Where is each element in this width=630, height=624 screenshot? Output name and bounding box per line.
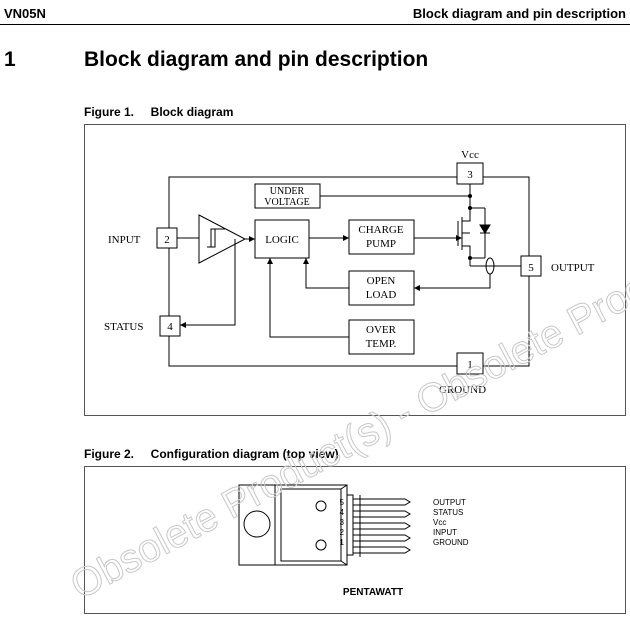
package-tab [238,484,276,566]
mounting-hole [243,510,271,538]
charge-pump-line1: CHARGE [358,224,404,236]
under-voltage-line1: UNDER [270,186,305,197]
charge-pump-line2: PUMP [366,238,396,250]
pin-name-vcc: Vcc [433,518,446,527]
pin-number-5: 5 [340,498,345,507]
header-section-title: Block diagram and pin description [412,6,626,21]
pin-name-status: STATUS [433,508,463,517]
under-voltage-line2: VOLTAGE [264,197,310,208]
block-diagram-figure: Vcc 3 UNDER VOLTAGE INPUT 2 LOGIC CHARGE… [84,124,626,416]
pin-output-number: 5 [528,262,534,274]
under-voltage-block [254,183,321,209]
pin-name-input: INPUT [433,528,457,537]
pin-number-1: 1 [340,538,345,547]
pin-input-number: 2 [164,234,170,246]
pin-name-ground: GROUND [433,538,469,547]
comparator-symbol [198,214,247,264]
figure2-caption: Figure 2. Configuration diagram (top vie… [84,447,339,461]
pin-number-3: 3 [340,518,345,527]
pin-ground-number: 1 [467,359,473,371]
over-temp-line2: TEMP. [366,338,397,350]
open-load-line1: OPEN [367,275,396,287]
vcc-label: Vcc [461,149,479,161]
figure1-caption: Figure 1. Block diagram [84,105,234,119]
package-name: PENTAWATT [343,587,403,598]
open-load-line2: LOAD [366,289,397,301]
pin-number-4: 4 [340,508,345,517]
configuration-diagram-figure: 5 4 3 2 1 OUTPUT STATUS Vcc INPUT GROUND… [84,466,626,614]
over-temp-line1: OVER [366,324,397,336]
doc-part-number: VN05N [4,6,46,21]
logic-label: LOGIC [265,234,299,246]
ground-label: GROUND [439,384,486,396]
block-diagram: Vcc 3 UNDER VOLTAGE INPUT 2 LOGIC CHARGE… [104,149,595,396]
logic-block [254,219,310,259]
section-title: Block diagram and pin description [84,48,429,71]
pin-status-number: 4 [167,321,173,333]
pentawatt-package: 5 4 3 2 1 OUTPUT STATUS Vcc INPUT GROUND… [238,484,469,598]
status-label: STATUS [104,321,143,333]
input-label: INPUT [108,234,141,246]
section-number: 1 [4,48,16,71]
over-temp-block [348,319,415,355]
charge-pump-block [348,219,415,255]
pin-number-2: 2 [340,528,345,537]
open-load-block [348,270,415,306]
page-header: VN05N Block diagram and pin description [0,0,630,25]
pin-name-output: OUTPUT [433,498,466,507]
package-body [274,484,348,566]
pin-vcc-number: 3 [467,169,473,181]
output-label: OUTPUT [551,262,595,274]
